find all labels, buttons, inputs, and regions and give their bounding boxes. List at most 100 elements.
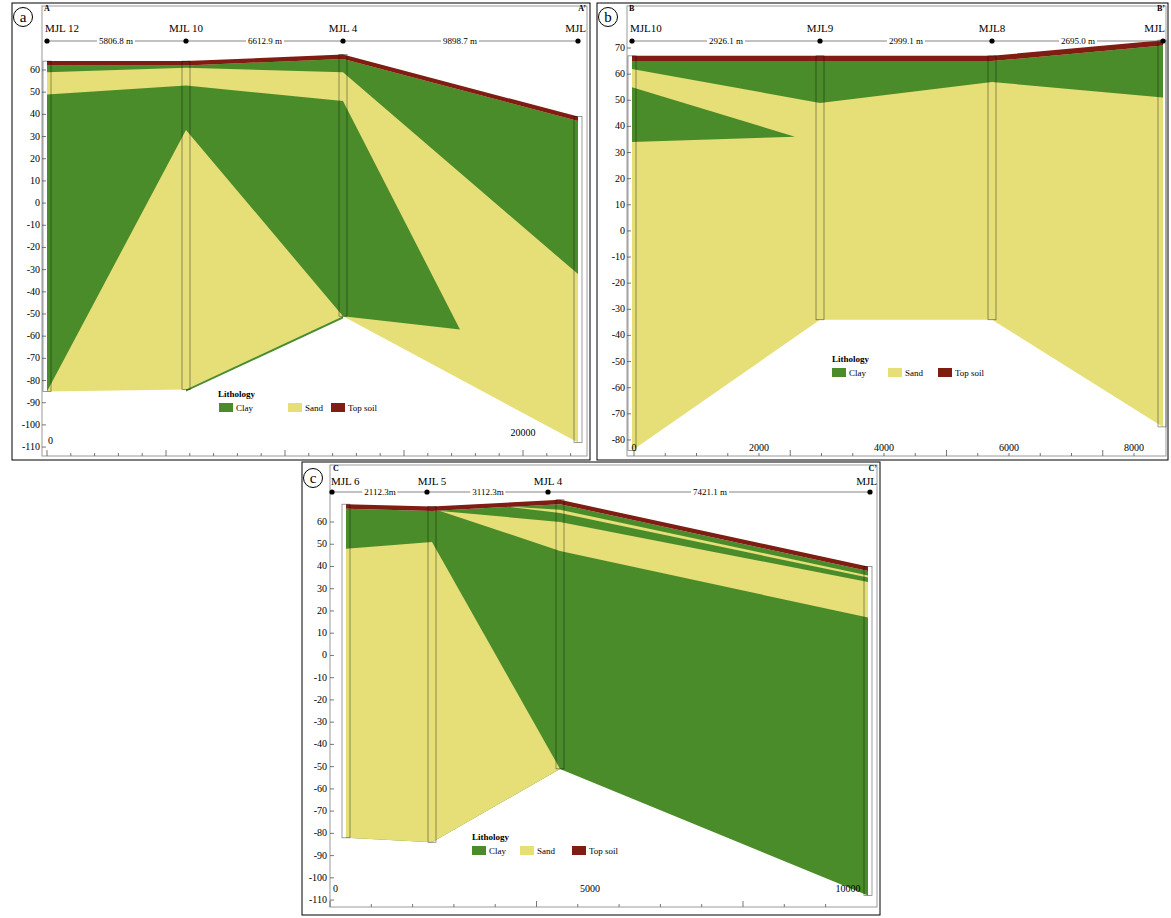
axis-tick — [546, 453, 547, 456]
axis-label: 40 — [615, 121, 625, 131]
lithology-layer — [346, 542, 560, 842]
borehole-column — [43, 61, 51, 391]
axis-tick — [330, 610, 334, 611]
panel-letter: b — [604, 10, 612, 25]
axis-tick — [371, 904, 372, 907]
axis-tick — [330, 766, 334, 767]
borehole-column — [816, 56, 824, 320]
axis-tick — [453, 904, 454, 907]
well-dot — [629, 38, 634, 43]
axis-tick — [330, 900, 334, 901]
legend-text: Top soil — [348, 403, 377, 412]
axis-tick — [330, 544, 334, 545]
axis-tick — [330, 699, 334, 700]
axis-tick — [619, 904, 620, 907]
axis-label: 60 — [317, 517, 327, 527]
axis-tick — [42, 158, 46, 159]
axis-tick — [330, 811, 334, 812]
axis-label: 30 — [30, 132, 40, 142]
axis-label: A — [44, 5, 50, 13]
axis-tick — [427, 453, 428, 456]
axis-label: B’ — [1157, 5, 1165, 13]
legend-text: Sand — [537, 846, 555, 855]
distance-label: 5806.8 m — [97, 37, 135, 46]
plot-box — [42, 6, 587, 456]
axis-tick — [330, 744, 334, 745]
axis-tick — [330, 566, 334, 567]
axis-label: -50 — [314, 762, 327, 772]
axis-tick — [330, 855, 334, 856]
axis-label: 10 — [317, 628, 327, 638]
axis-tick — [42, 358, 46, 359]
legend-swatch — [219, 403, 233, 412]
axis-label: -90 — [314, 851, 327, 861]
axis-tick — [380, 453, 381, 456]
axis-label: 10 — [30, 176, 40, 186]
axis-tick — [330, 833, 334, 834]
well-dot — [329, 489, 334, 494]
axis-label: -30 — [612, 304, 625, 314]
axis-tick — [784, 904, 785, 907]
axis-label: MJL 10 — [169, 23, 203, 34]
axis-label: 0 — [48, 436, 53, 446]
axis-tick — [627, 152, 631, 153]
legend-swatch — [832, 368, 846, 377]
legend-text: Top soil — [589, 846, 618, 855]
axis-tick — [42, 269, 46, 270]
axis-label: 30 — [615, 148, 625, 158]
legend-swatch — [888, 368, 902, 377]
borehole-column — [988, 56, 996, 320]
axis-label: -60 — [314, 784, 327, 794]
axis-label: -10 — [27, 220, 40, 230]
axis-label: C — [333, 465, 339, 473]
axis-tick — [42, 180, 46, 181]
axis-label: 0 — [35, 198, 40, 208]
axis-tick — [627, 335, 631, 336]
axis-label: -20 — [612, 278, 625, 288]
cross-section-panel — [597, 3, 1168, 460]
axis-tick — [946, 450, 947, 456]
axis-tick — [577, 904, 578, 907]
panel-frame — [302, 462, 880, 915]
axis-label: 40 — [317, 561, 327, 571]
axis-tick — [42, 336, 46, 337]
axis-tick — [330, 877, 334, 878]
well-dot — [867, 489, 872, 494]
legend-swatch — [572, 846, 586, 855]
axis-label: -10 — [612, 252, 625, 262]
axis-label: -70 — [314, 806, 327, 816]
legend-text: Sand — [305, 403, 323, 412]
axis-tick — [536, 901, 537, 907]
legend-text: Clay — [489, 846, 506, 855]
axis-label: MJL — [565, 23, 586, 34]
axis-tick — [213, 453, 214, 456]
axis-label: -10 — [314, 673, 327, 683]
well-dot — [44, 38, 49, 43]
borehole-column — [864, 566, 872, 895]
legend-swatch — [472, 846, 486, 855]
axis-tick — [47, 450, 48, 456]
lithology-layer — [505, 506, 868, 577]
well-dot — [989, 38, 994, 43]
well-dot — [340, 38, 345, 43]
axis-label: 50 — [30, 87, 40, 97]
borehole-column — [182, 61, 190, 389]
distance-label: 2112.3m — [362, 488, 397, 497]
axis-tick — [285, 450, 286, 456]
axis-label: -90 — [27, 398, 40, 408]
panel-frame — [597, 3, 1168, 460]
lithology-layer — [47, 55, 578, 122]
axis-label: 8000 — [1124, 443, 1144, 453]
axis-tick — [852, 453, 853, 456]
axis-label: MJL10 — [630, 23, 662, 34]
axis-tick — [330, 588, 334, 589]
axis-label: -80 — [27, 376, 40, 386]
distance-label: 9898.7 m — [441, 37, 479, 46]
axis-tick — [42, 136, 46, 137]
axis-tick — [825, 904, 826, 907]
axis-tick — [627, 309, 631, 310]
lithology-layer — [440, 511, 868, 618]
distance-label: 2999.1 m — [887, 37, 925, 46]
axis-label: 20 — [317, 606, 327, 616]
axis-tick — [915, 453, 916, 456]
